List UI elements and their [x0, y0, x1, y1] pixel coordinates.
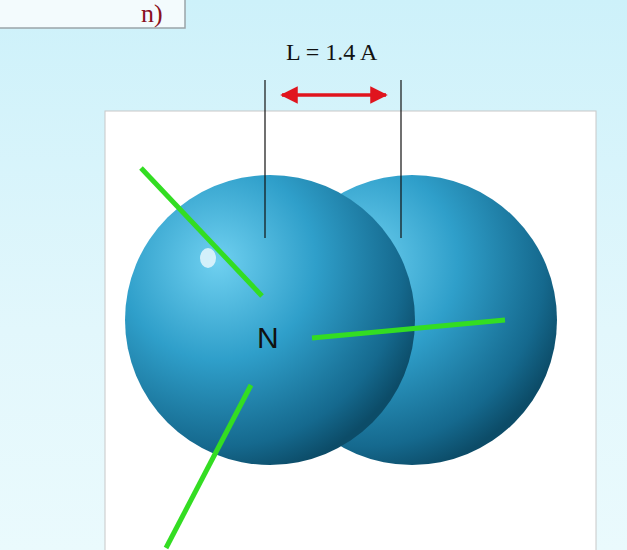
highlight [200, 248, 216, 268]
dimension-line [400, 80, 401, 238]
dimension-line [264, 80, 265, 238]
axis-line [312, 320, 505, 338]
axis-line [166, 385, 251, 548]
axis-line [141, 168, 262, 296]
dimension-arrow [282, 93, 386, 97]
atom-symbol: N [257, 323, 279, 353]
nitrogen-atom [125, 175, 415, 465]
title-box [0, 0, 185, 28]
image-panel [105, 111, 596, 550]
slide-heading: n) [141, 1, 163, 27]
dimension-label: L = 1.4 A [286, 40, 377, 64]
